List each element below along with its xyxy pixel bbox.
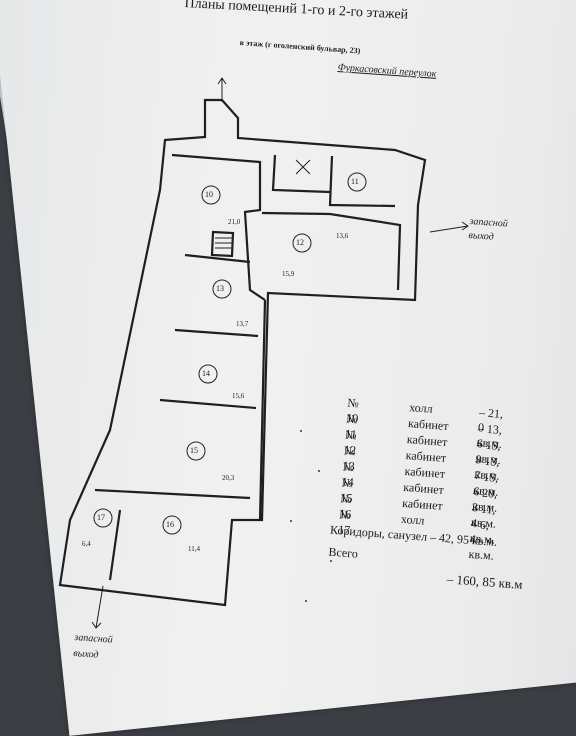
- partition-17: [108, 509, 122, 581]
- area-label-12: 15,9: [282, 270, 295, 278]
- room-number-10: 10: [205, 190, 213, 199]
- room-number-12: 12: [296, 238, 304, 247]
- room-number-16: 16: [166, 520, 174, 529]
- area-label-15: 20,3: [222, 474, 235, 482]
- room-number-14: 14: [202, 369, 210, 378]
- room-11-wall: [328, 155, 396, 208]
- stairs: [210, 230, 235, 258]
- floor-plan: [58, 77, 469, 629]
- partition-14: [174, 328, 259, 338]
- corridor-wall: [258, 299, 267, 521]
- emergency-exit-right: запасной выход: [468, 215, 509, 243]
- scan-noise: [330, 560, 332, 562]
- legend-total-value: – 160, 85 кв.м: [446, 571, 524, 592]
- emergency-exit-bottom: запасной выход: [72, 631, 114, 661]
- scan-noise: [318, 470, 320, 472]
- room-number-13: 13: [216, 284, 224, 293]
- room-number-11: 11: [351, 177, 359, 186]
- inner-wall-main: [171, 153, 266, 301]
- partition-13: [184, 253, 251, 264]
- scan-noise: [305, 600, 307, 602]
- room-number-17: 17: [97, 513, 105, 522]
- area-label-14: 15,6: [232, 392, 245, 400]
- area-label-11: 13,6: [336, 232, 349, 240]
- partition-16: [94, 488, 251, 500]
- area-label-16: 11,4: [188, 545, 200, 553]
- room-number-15: 15: [190, 446, 198, 455]
- partition-15: [159, 398, 257, 410]
- scan-noise: [300, 430, 302, 432]
- legend-total-label: Всего: [327, 544, 359, 561]
- area-label-13: 13,7: [236, 320, 249, 328]
- room-12-wall: [261, 211, 402, 291]
- area-label-17: 6,4: [82, 540, 91, 548]
- scan-noise: [290, 520, 292, 522]
- area-label-10: 21,0: [228, 218, 241, 226]
- wc-wall: [271, 154, 331, 194]
